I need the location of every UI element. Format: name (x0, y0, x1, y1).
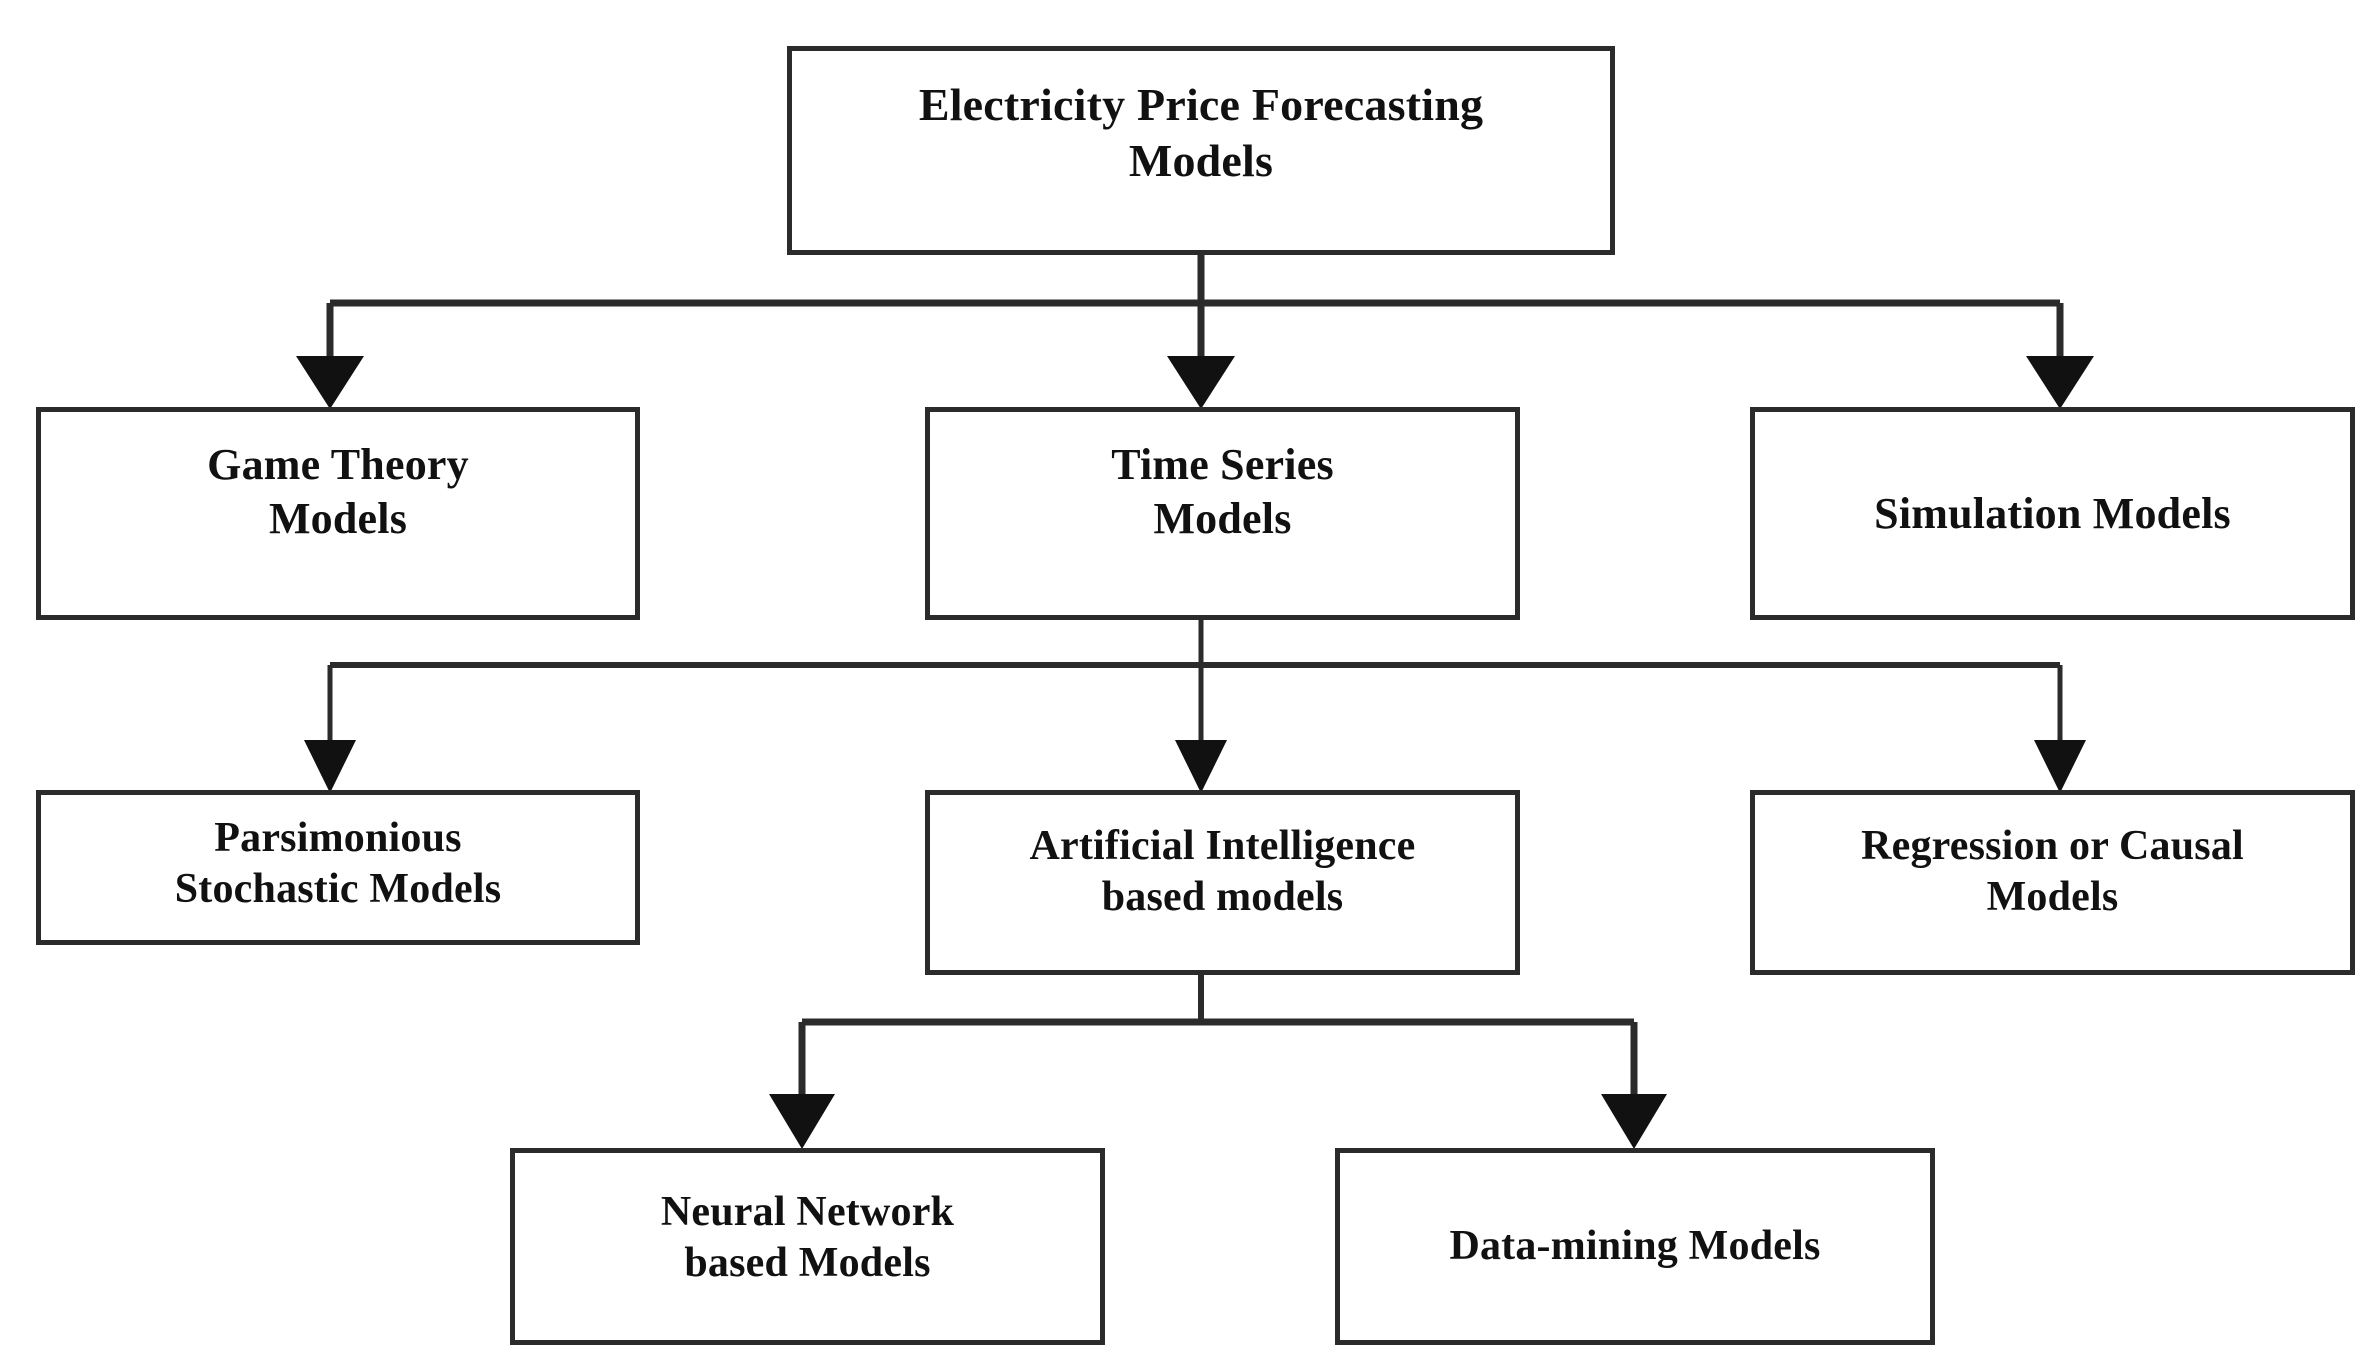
node-label: Electricity Price Forecasting Models (918, 79, 1484, 187)
node-regression-or-causal-models[interactable]: Regression or Causal Models (1750, 790, 2355, 975)
arrowhead-regression (2034, 740, 2086, 793)
node-label: Data-mining Models (1449, 1222, 1821, 1269)
node-label: Parsimonious Stochastic Models (174, 815, 502, 913)
node-label: Time Series Models (1111, 440, 1334, 543)
edge-root-to-level2 (326, 255, 2064, 356)
arrowheads-level4 (769, 1094, 1667, 1149)
arrowhead-data-mining (1601, 1094, 1667, 1149)
node-label: Neural Network based Models (660, 1189, 955, 1287)
edge-ai-to-level4 (798, 975, 1638, 1098)
node-data-mining-models[interactable]: Data-mining Models (1335, 1148, 1935, 1345)
arrowhead-neural-network (769, 1094, 835, 1149)
node-time-series-models[interactable]: Time Series Models (925, 407, 1520, 620)
node-label: Regression or Causal Models (1861, 823, 2244, 921)
arrowhead-time-series (1167, 356, 1235, 409)
node-artificial-intelligence-based-models[interactable]: Artificial Intelligence based models (925, 790, 1520, 975)
node-neural-network-based-models[interactable]: Neural Network based Models (510, 1148, 1105, 1345)
arrowhead-simulation (2026, 356, 2094, 409)
node-simulation-models[interactable]: Simulation Models (1750, 407, 2355, 620)
node-electricity-price-forecasting-models[interactable]: Electricity Price Forecasting Models (787, 46, 1615, 255)
edge-timeseries-to-level3 (327, 620, 2063, 744)
arrowhead-artificial-intelligence (1175, 740, 1227, 793)
node-game-theory-models[interactable]: Game Theory Models (36, 407, 640, 620)
node-label: Simulation Models (1874, 488, 2231, 538)
node-label: Game Theory Models (207, 440, 469, 543)
node-label: Artificial Intelligence based models (1029, 823, 1416, 921)
arrowhead-game-theory (296, 356, 364, 409)
node-parsimonious-stochastic-models[interactable]: Parsimonious Stochastic Models (36, 790, 640, 945)
arrowheads-level3 (304, 740, 2086, 793)
arrowhead-parsimonious (304, 740, 356, 793)
arrowheads-level2 (296, 356, 2094, 409)
